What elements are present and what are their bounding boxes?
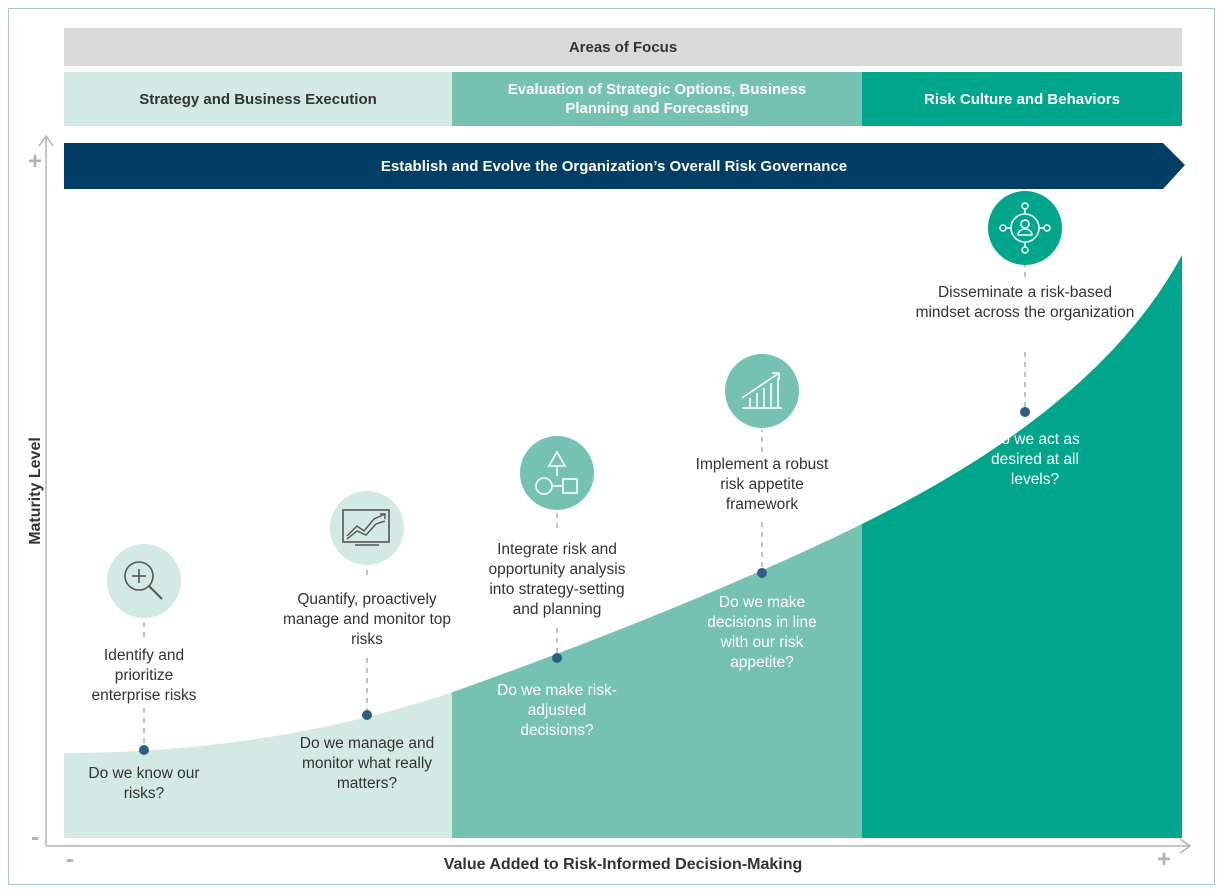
x-axis-arrowhead: [1179, 838, 1192, 854]
milestone-dot-5: [1020, 407, 1030, 417]
magnifier-plus-icon: [107, 544, 181, 618]
focus-area-culture-label: Risk Culture and Behaviors: [924, 90, 1120, 108]
milestone-dot-1: [139, 745, 149, 755]
milestone-dot-2: [362, 710, 372, 720]
milestone-dot-3: [552, 653, 562, 663]
governance-arrow-text: Establish and Evolve the Organization’s …: [380, 157, 848, 175]
stage-3-question: Do we make risk-adjusted decisions?: [497, 682, 617, 739]
stage-4-question: Do we make decisions in line with our ri…: [707, 594, 817, 671]
stage-2-action: Quantify, proactively manage and monitor…: [282, 591, 452, 648]
zone-evaluation: [452, 255, 862, 838]
stage-1-action: Identify and prioritize enterprise risks: [91, 647, 197, 704]
shapes-icon: [520, 436, 594, 510]
diagram-frame: [8, 8, 1215, 885]
x-axis-plus: +: [1157, 846, 1172, 873]
governance-arrow: [64, 143, 1185, 189]
x-axis-title: Value Added to Risk-Informed Decision-Ma…: [443, 856, 803, 873]
y-axis-title: Maturity Level: [27, 437, 44, 545]
focus-area-strategy: Strategy and Business Execution: [64, 72, 452, 126]
milestone-dot-4: [757, 568, 767, 578]
stage-4-action: Implement a robust risk appetite framewo…: [695, 456, 829, 513]
stage-5-question: Do we act as desired at all levels?: [990, 431, 1080, 488]
stage-2-question: Do we manage and monitor what really mat…: [299, 735, 435, 792]
governance-arrow-label: Establish and Evolve the Organization’s …: [64, 143, 1164, 189]
network-person-icon: [988, 191, 1062, 265]
focus-area-strategy-label: Strategy and Business Execution: [139, 90, 377, 108]
x-axis-minus: -: [66, 846, 74, 873]
monitor-chart-icon: [330, 491, 404, 565]
y-axis-arrowhead: [38, 134, 54, 147]
focus-area-evaluation: Evaluation of Strategic Options, Busines…: [452, 72, 862, 126]
stage-5-action: Disseminate a risk-based mindset across …: [915, 284, 1135, 321]
y-axis-minus: -: [31, 824, 39, 851]
areas-of-focus-header: Areas of Focus: [64, 28, 1182, 66]
areas-of-focus-title: Areas of Focus: [568, 38, 678, 56]
stage-1-question: Do we know our risks?: [88, 765, 200, 802]
growth-chart-icon: [725, 354, 799, 428]
focus-area-evaluation-label: Evaluation of Strategic Options, Busines…: [507, 81, 807, 117]
stage-3-action: Integrate risk and opportunity analysis …: [488, 541, 626, 618]
focus-area-culture: Risk Culture and Behaviors: [862, 72, 1182, 126]
y-axis-plus: +: [28, 148, 43, 175]
